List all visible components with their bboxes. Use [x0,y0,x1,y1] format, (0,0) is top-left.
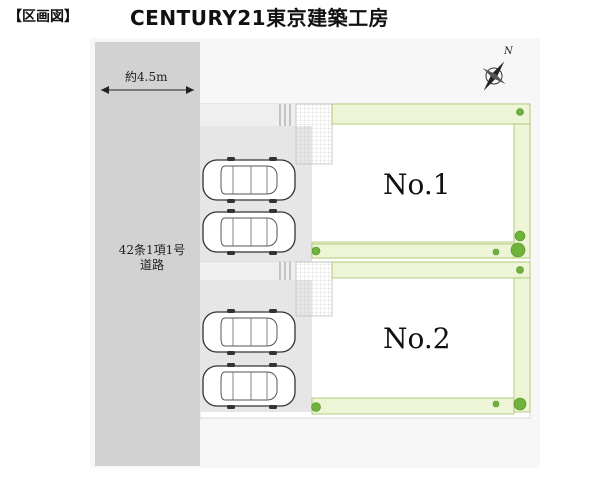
road-width-dimension [101,86,194,94]
compass-icon [482,61,506,91]
lot-1-label: No.1 [383,168,451,201]
trees [311,108,527,412]
car-lot2-a [202,308,296,356]
road-type-line2: 道路 [139,258,164,272]
car-lot2-b [202,362,296,410]
lot-2-entrance-grid [295,261,333,317]
lot-1-entrance-grid [295,103,333,165]
company-name: CENTURY21東京建築工房 [130,6,390,30]
road-type-label: 42条1項1号 道路 [112,243,192,273]
header: 【区画図】 CENTURY21東京建築工房 [0,0,600,32]
plan-tag: 【区画図】 [8,9,78,25]
compass-north-label: N [503,46,514,57]
road-type-line1: 42条1項1号 [118,243,186,257]
lot-1 [199,103,531,263]
lot-2-label: No.2 [383,322,451,355]
road-width-label: 約4.5m [125,70,168,84]
car-lot1-b [202,208,296,256]
road [95,42,200,466]
car-lot1-a [202,156,296,204]
